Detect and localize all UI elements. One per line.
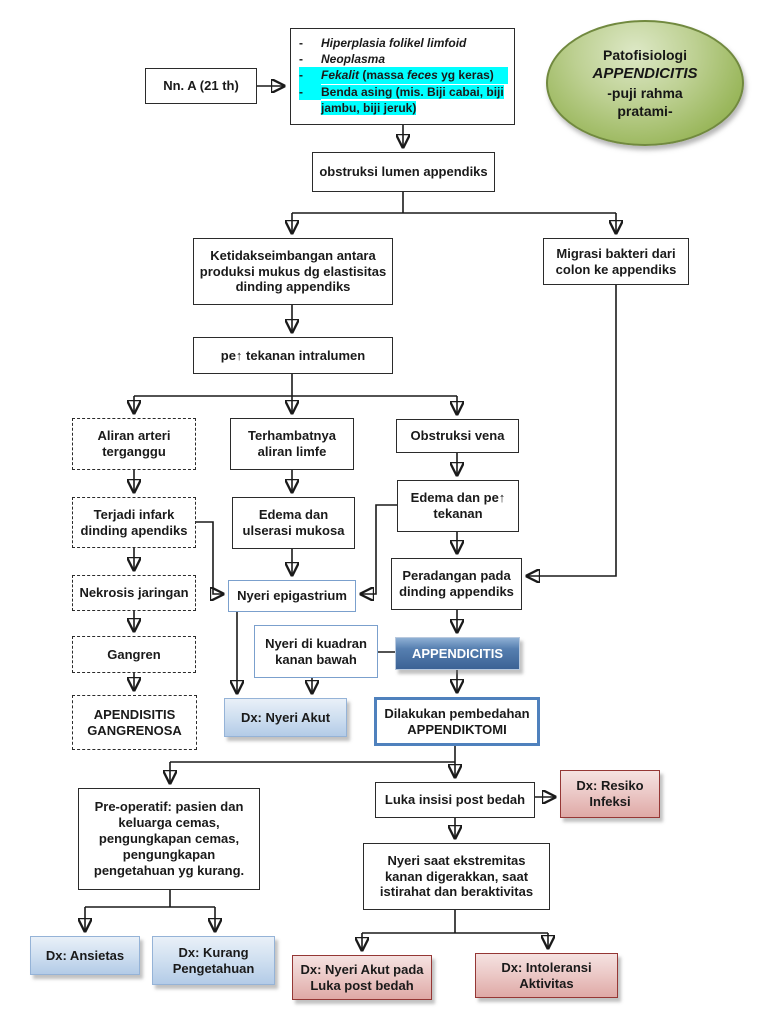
cause-text-part: Benda asing (mis. Biji cabai, biji jambu… bbox=[321, 84, 504, 115]
node-label: Migrasi bakteri dari colon ke appendiks bbox=[555, 245, 677, 277]
node-label: Luka insisi post bedah bbox=[384, 792, 526, 808]
cause-text: Fekalit (massa feces yg keras) bbox=[321, 67, 508, 84]
node-label: Dx: Nyeri Akut pada Luka post bedah bbox=[300, 961, 424, 993]
node-label: Dx: Resiko Infeksi bbox=[576, 778, 644, 809]
node-label: Nyeri saat ekstremitas kanan digerakkan,… bbox=[379, 852, 534, 900]
node-label: Terhambatnya aliran limfe bbox=[248, 428, 336, 459]
patient-label: Nn. A (21 th) bbox=[163, 78, 239, 94]
dx-kurang-pengetahuan: Dx: Kurang Pengetahuan bbox=[152, 936, 275, 985]
node-label: Edema dan pe↑ tekanan bbox=[410, 490, 506, 521]
node-nyeri-epigastrium: Nyeri epigastrium bbox=[228, 580, 356, 612]
dx-nyeri-akut-luka: Dx: Nyeri Akut pada Luka post bedah bbox=[292, 955, 432, 1000]
node-label: Dx: Nyeri Akut bbox=[240, 709, 331, 725]
node-label: APENDISITIS GANGRENOSA bbox=[87, 706, 182, 738]
node-obstruksi-lumen: obstruksi lumen appendiks bbox=[312, 152, 495, 192]
title-line-2: APPENDICITIS bbox=[592, 65, 698, 83]
cause-item-4: - Benda asing (mis. Biji cabai, biji jam… bbox=[299, 83, 508, 116]
node-pembedahan-appendiktomi: Dilakukan pembedahan APPENDIKTOMI bbox=[374, 697, 540, 746]
node-label: Dx: Kurang Pengetahuan bbox=[172, 944, 255, 976]
title-line-1: Patofisiologi bbox=[603, 46, 687, 63]
node-label: Dx: Ansietas bbox=[45, 947, 125, 963]
node-nyeri-ekstremitas: Nyeri saat ekstremitas kanan digerakkan,… bbox=[363, 843, 550, 910]
cause-text-part: yg keras) bbox=[437, 68, 494, 83]
node-label: pe↑ tekanan intralumen bbox=[220, 347, 366, 363]
node-causes: - Hiperplasia folikel limfoid - Neoplasm… bbox=[290, 28, 515, 125]
node-label: Pre-operatif: pasien dan keluarga cemas,… bbox=[93, 799, 245, 878]
cause-item-3: - Fekalit (massa feces yg keras) bbox=[299, 67, 508, 84]
dx-resiko-infeksi: Dx: Resiko Infeksi bbox=[560, 770, 660, 818]
node-label: Nyeri epigastrium bbox=[237, 588, 347, 604]
node-terhambatnya-aliran-limfe: Terhambatnya aliran limfe bbox=[230, 418, 354, 470]
node-terjadi-infark: Terjadi infark dinding apendiks bbox=[72, 497, 196, 548]
node-label: Edema dan ulserasi mukosa bbox=[242, 507, 345, 538]
node-label: Aliran arteri terganggu bbox=[97, 428, 171, 459]
node-label: APPENDICITIS bbox=[411, 645, 503, 661]
node-label: Terjadi infark dinding apendiks bbox=[80, 506, 188, 538]
bullet-dash: - bbox=[299, 67, 321, 84]
title-line-3: -puji rahma pratami- bbox=[607, 84, 683, 119]
node-gangren: Gangren bbox=[72, 636, 196, 673]
bullet-dash: - bbox=[299, 83, 321, 100]
bullet-dash: - bbox=[299, 36, 303, 50]
node-label: Obstruksi vena bbox=[410, 428, 505, 444]
node-nekrosis-jaringan: Nekrosis jaringan bbox=[72, 575, 196, 611]
cause-text-part: feces bbox=[407, 68, 438, 83]
node-label: Nyeri di kuadran kanan bawah bbox=[265, 635, 367, 667]
title-ellipse: Patofisiologi APPENDICITIS -puji rahma p… bbox=[546, 20, 744, 146]
node-label: Gangren bbox=[107, 646, 161, 662]
node-peningkatan-tekanan-intralumen: pe↑ tekanan intralumen bbox=[193, 337, 393, 374]
node-migrasi-bakteri: Migrasi bakteri dari colon ke appendiks bbox=[543, 238, 689, 285]
bullet-dash: - bbox=[299, 52, 303, 67]
node-edema-pe-tekanan: Edema dan pe↑ tekanan bbox=[397, 480, 519, 532]
node-label: Dilakukan pembedahan APPENDIKTOMI bbox=[384, 705, 530, 737]
node-aliran-arteri: Aliran arteri terganggu bbox=[72, 418, 196, 470]
cause-item-2: - Neoplasma bbox=[299, 51, 508, 67]
dx-ansietas: Dx: Ansietas bbox=[30, 936, 140, 975]
node-peradangan: Peradangan pada dinding appendiks bbox=[391, 558, 522, 610]
dx-intoleransi-aktivitas: Dx: Intoleransi Aktivitas bbox=[475, 953, 618, 998]
cause-item-1: - Hiperplasia folikel limfoid bbox=[299, 35, 508, 51]
node-obstruksi-vena: Obstruksi vena bbox=[396, 419, 519, 453]
node-edema-ulserasi: Edema dan ulserasi mukosa bbox=[232, 497, 355, 549]
cause-text: Neoplasma bbox=[321, 52, 386, 67]
node-label: Dx: Intoleransi Aktivitas bbox=[501, 959, 592, 991]
node-nyeri-kuadran: Nyeri di kuadran kanan bawah bbox=[254, 625, 378, 678]
node-label: obstruksi lumen appendiks bbox=[319, 164, 488, 180]
node-label: Nekrosis jaringan bbox=[79, 585, 189, 601]
node-label: Peradangan pada dinding appendiks bbox=[399, 568, 514, 599]
node-label: Ketidakseimbangan antara produksi mukus … bbox=[199, 247, 387, 295]
node-appendicitis: APPENDICITIS bbox=[395, 637, 520, 670]
dx-nyeri-akut: Dx: Nyeri Akut bbox=[224, 698, 347, 737]
node-patient: Nn. A (21 th) bbox=[145, 68, 257, 104]
cause-text: Benda asing (mis. Biji cabai, biji jambu… bbox=[321, 84, 508, 116]
node-pre-operatif: Pre-operatif: pasien dan keluarga cemas,… bbox=[78, 788, 260, 890]
node-luka-insisi: Luka insisi post bedah bbox=[375, 782, 535, 818]
node-apendisitis-gangrenosa: APENDISITIS GANGRENOSA bbox=[72, 695, 197, 750]
cause-text: Hiperplasia folikel limfoid bbox=[321, 36, 467, 50]
cause-text-part: (massa bbox=[359, 68, 408, 83]
cause-text-part: Fekalit bbox=[321, 68, 360, 83]
node-ketidakseimbangan: Ketidakseimbangan antara produksi mukus … bbox=[193, 238, 393, 305]
